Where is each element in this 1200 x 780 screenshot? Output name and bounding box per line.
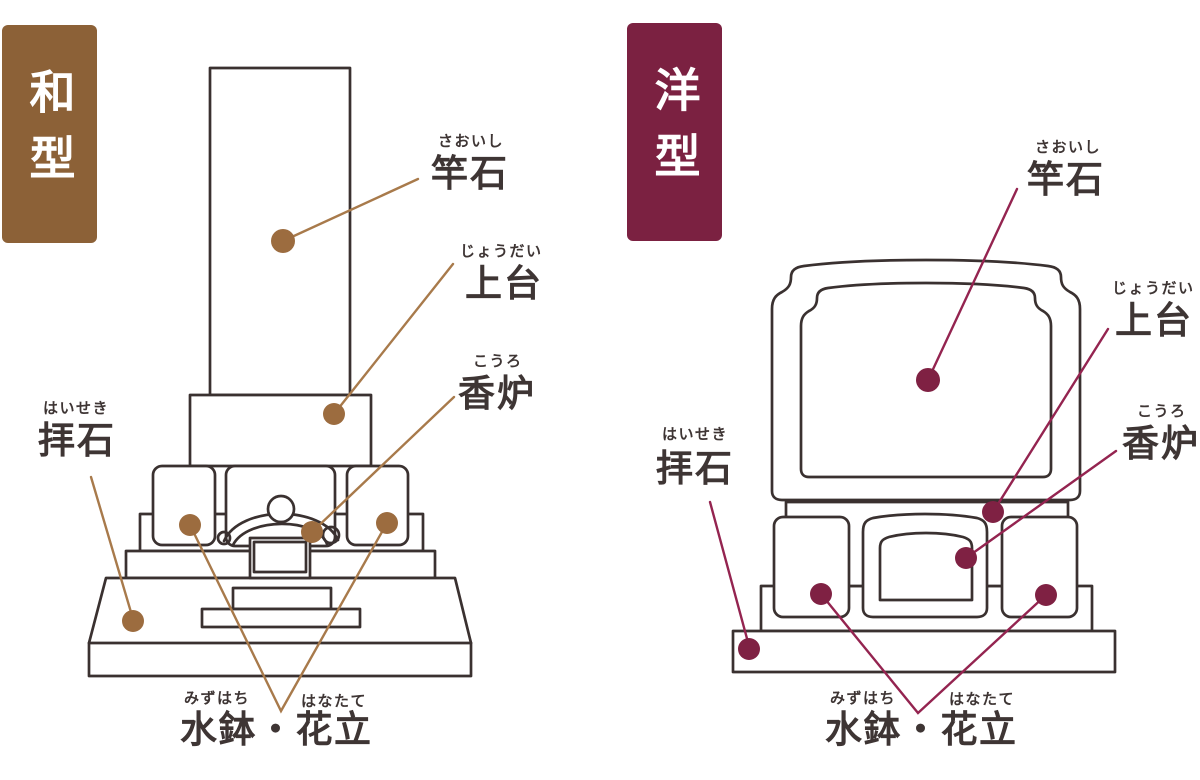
wagata-leader-saoishi	[281, 177, 420, 243]
wagata-joudai-block	[188, 393, 373, 468]
wagata-leader-haiseki	[89, 475, 135, 621]
yougata-style-badge: 洋型	[627, 23, 722, 241]
yougata-mizuhachi-hanatate-label: 水鉢・花立	[825, 709, 1018, 750]
yougata-kouro-window	[878, 531, 974, 602]
yougata-leader-mizuhachi-hanatate	[819, 592, 1048, 715]
wagata-haiseki-label: 拝石	[38, 420, 116, 461]
wagata-style-badge: 和型	[2, 25, 97, 243]
wagata-leader-mizuhachi-hanatate	[188, 521, 389, 714]
yougata-marker-kouro	[955, 547, 977, 569]
yougata-base-stone	[731, 629, 1117, 674]
yougata-mizuhachi-furigana: みずはち	[830, 690, 897, 707]
yougata-marker-mizuhachi	[810, 583, 832, 605]
wagata-saoishi-label: 竿石	[431, 153, 509, 194]
yougata-monument	[708, 187, 1118, 715]
yougata-kouro-furigana: こうろ	[1137, 403, 1187, 420]
wagata-monument	[87, 66, 473, 714]
yougata-leader-kouro	[964, 449, 1118, 560]
yougata-joudai-label: 上台	[1115, 300, 1193, 341]
yougata-marker-hanatate	[1035, 584, 1057, 606]
wagata-kouro-censer	[216, 494, 341, 547]
wagata-leader-joudai	[332, 262, 455, 416]
wagata-kouro-furigana: こうろ	[473, 353, 523, 370]
wagata-saoishi-furigana: さおいし	[438, 133, 505, 150]
wagata-haiseki-furigana: はいせき	[43, 400, 110, 417]
wagata-marker-saoishi	[271, 229, 295, 253]
wagata-mizuhachi-hanatate-label: 水鉢・花立	[180, 709, 373, 750]
yougata-hanatate-left-vase	[772, 515, 851, 619]
yougata-marker-haiseki	[738, 638, 760, 660]
yougata-marker-saoishi	[916, 368, 940, 392]
yougata-saoishi-inner-panel	[799, 281, 1053, 479]
wagata-mizuhachi-furigana: みずはち	[184, 690, 251, 707]
wagata-marker-joudai	[323, 403, 345, 425]
wagata-leader-kouro	[310, 395, 456, 534]
yougata-marker-joudai	[982, 501, 1004, 523]
wagata-hanatate-right-vase	[345, 464, 410, 547]
yougata-kouro-censer	[861, 512, 989, 619]
yougata-joudai-furigana: じょうだい	[1112, 280, 1195, 297]
wagata-mizuhachi-front-inner	[252, 540, 308, 574]
wagata-joudai-label: 上台	[465, 263, 543, 304]
yougata-kouro-label: 香炉	[1122, 423, 1200, 464]
wagata-marker-hanatate	[376, 512, 398, 534]
wagata-front-step-lower	[200, 607, 362, 629]
yougata-haiseki-furigana: はいせき	[662, 426, 729, 443]
wagata-hanatate-furigana: はなたて	[301, 693, 368, 710]
yougata-hanatate-furigana: はなたて	[949, 691, 1016, 708]
yougata-haiseki-label: 拝石	[656, 448, 734, 489]
yougata-leader-saoishi	[926, 187, 1019, 382]
wagata-joudai-furigana: じょうだい	[460, 243, 543, 260]
wagata-marker-haiseki	[122, 610, 144, 632]
wagata-kouro-label: 香炉	[458, 373, 536, 414]
yougata-hanatate-right-vase	[1000, 515, 1079, 619]
wagata-front-step-upper	[231, 586, 333, 611]
yougata-leader-joudai	[991, 327, 1110, 514]
wagata-marker-kouro	[301, 521, 323, 543]
wagata-marker-mizuhachi	[179, 514, 201, 536]
yougata-leader-haiseki	[708, 500, 751, 648]
yougata-saoishi-label: 竿石	[1027, 159, 1105, 200]
yougata-saoishi-furigana: さおいし	[1035, 139, 1102, 156]
